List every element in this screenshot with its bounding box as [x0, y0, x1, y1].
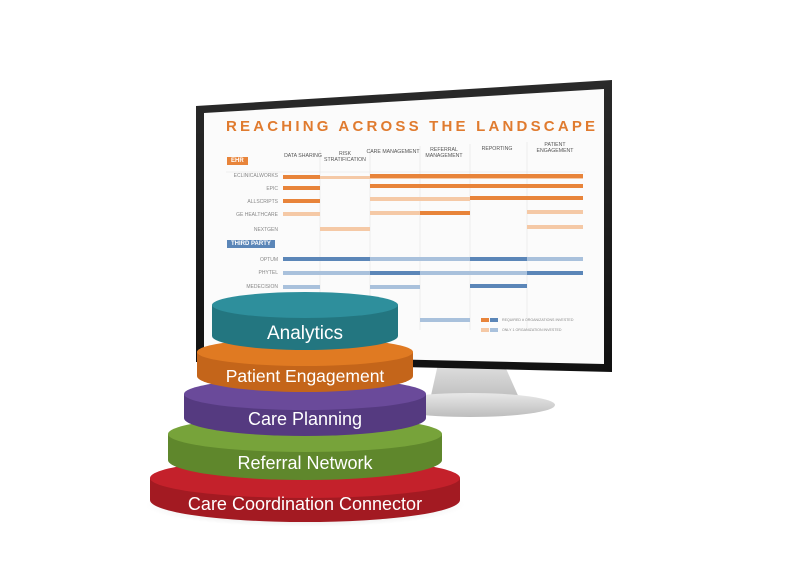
bar [420, 318, 470, 322]
bar [370, 285, 420, 289]
bar [283, 175, 320, 179]
legend-label-required: REQUIRED # ORGANIZATIONS INVESTED [502, 318, 574, 322]
row-label: NEXTGEN [253, 227, 278, 233]
bar [283, 212, 320, 216]
column-header-data-sharing: DATA SHARING [284, 153, 322, 159]
row-label: ECLINICALWORKS [233, 173, 278, 179]
bar [283, 199, 320, 203]
column-header-patient-engagement: PATIENT ENGAGEMENT [536, 142, 574, 154]
column-header-risk-stratification: RISK STRATIFICATION [324, 151, 366, 163]
row-label: MEDECISION [246, 284, 278, 290]
row-label: EPIC [266, 186, 278, 192]
bar [370, 271, 420, 275]
legend-label-only-one: ONLY 1 ORGANIZATION INVESTED [502, 328, 562, 332]
layer-analytics [212, 292, 398, 350]
row-label: ALLSCRIPTS [247, 199, 278, 205]
bar [470, 196, 583, 200]
bar [527, 225, 583, 229]
layer-label-referral-network: Referral Network [237, 453, 373, 473]
bar [370, 174, 583, 178]
column-header-care-management: CARE MANAGEMENT [366, 149, 420, 155]
bar [470, 284, 527, 288]
group-badge-third-party: THIRD PARTY [227, 240, 275, 248]
bar [370, 197, 470, 201]
bar [283, 257, 370, 261]
legend-swatches [481, 318, 498, 332]
bar [527, 210, 583, 214]
row-label: PHYTEL [258, 270, 278, 276]
layer-label-patient-engagement: Patient Engagement [225, 366, 385, 386]
third-party-bars [283, 257, 583, 322]
screen-title: REACHING ACROSS THE LANDSCAPE [226, 118, 599, 135]
bar [283, 257, 583, 261]
column-header-referral-management: REFERRAL MANAGEMENT [425, 147, 463, 159]
ehr-bars [283, 174, 583, 231]
bar [370, 184, 583, 188]
layer-label-care-planning: Care Planning [247, 409, 363, 429]
bar [470, 257, 527, 261]
column-header-reporting: REPORTING [481, 146, 513, 152]
layer-label-care-coordination-connector: Care Coordination Connector [187, 494, 423, 514]
row-label: GE HEALTHCARE [236, 212, 278, 218]
bar [420, 211, 470, 215]
bar [283, 271, 583, 275]
group-badge-ehr: EHR [227, 157, 248, 165]
layer-label-analytics: Analytics [266, 323, 344, 344]
bar [527, 271, 583, 275]
bar [370, 211, 420, 215]
bar [283, 186, 320, 190]
monitor-stand-base [385, 393, 555, 417]
bar [320, 227, 370, 231]
row-label: OPTUM [259, 257, 278, 263]
bar [283, 285, 320, 289]
